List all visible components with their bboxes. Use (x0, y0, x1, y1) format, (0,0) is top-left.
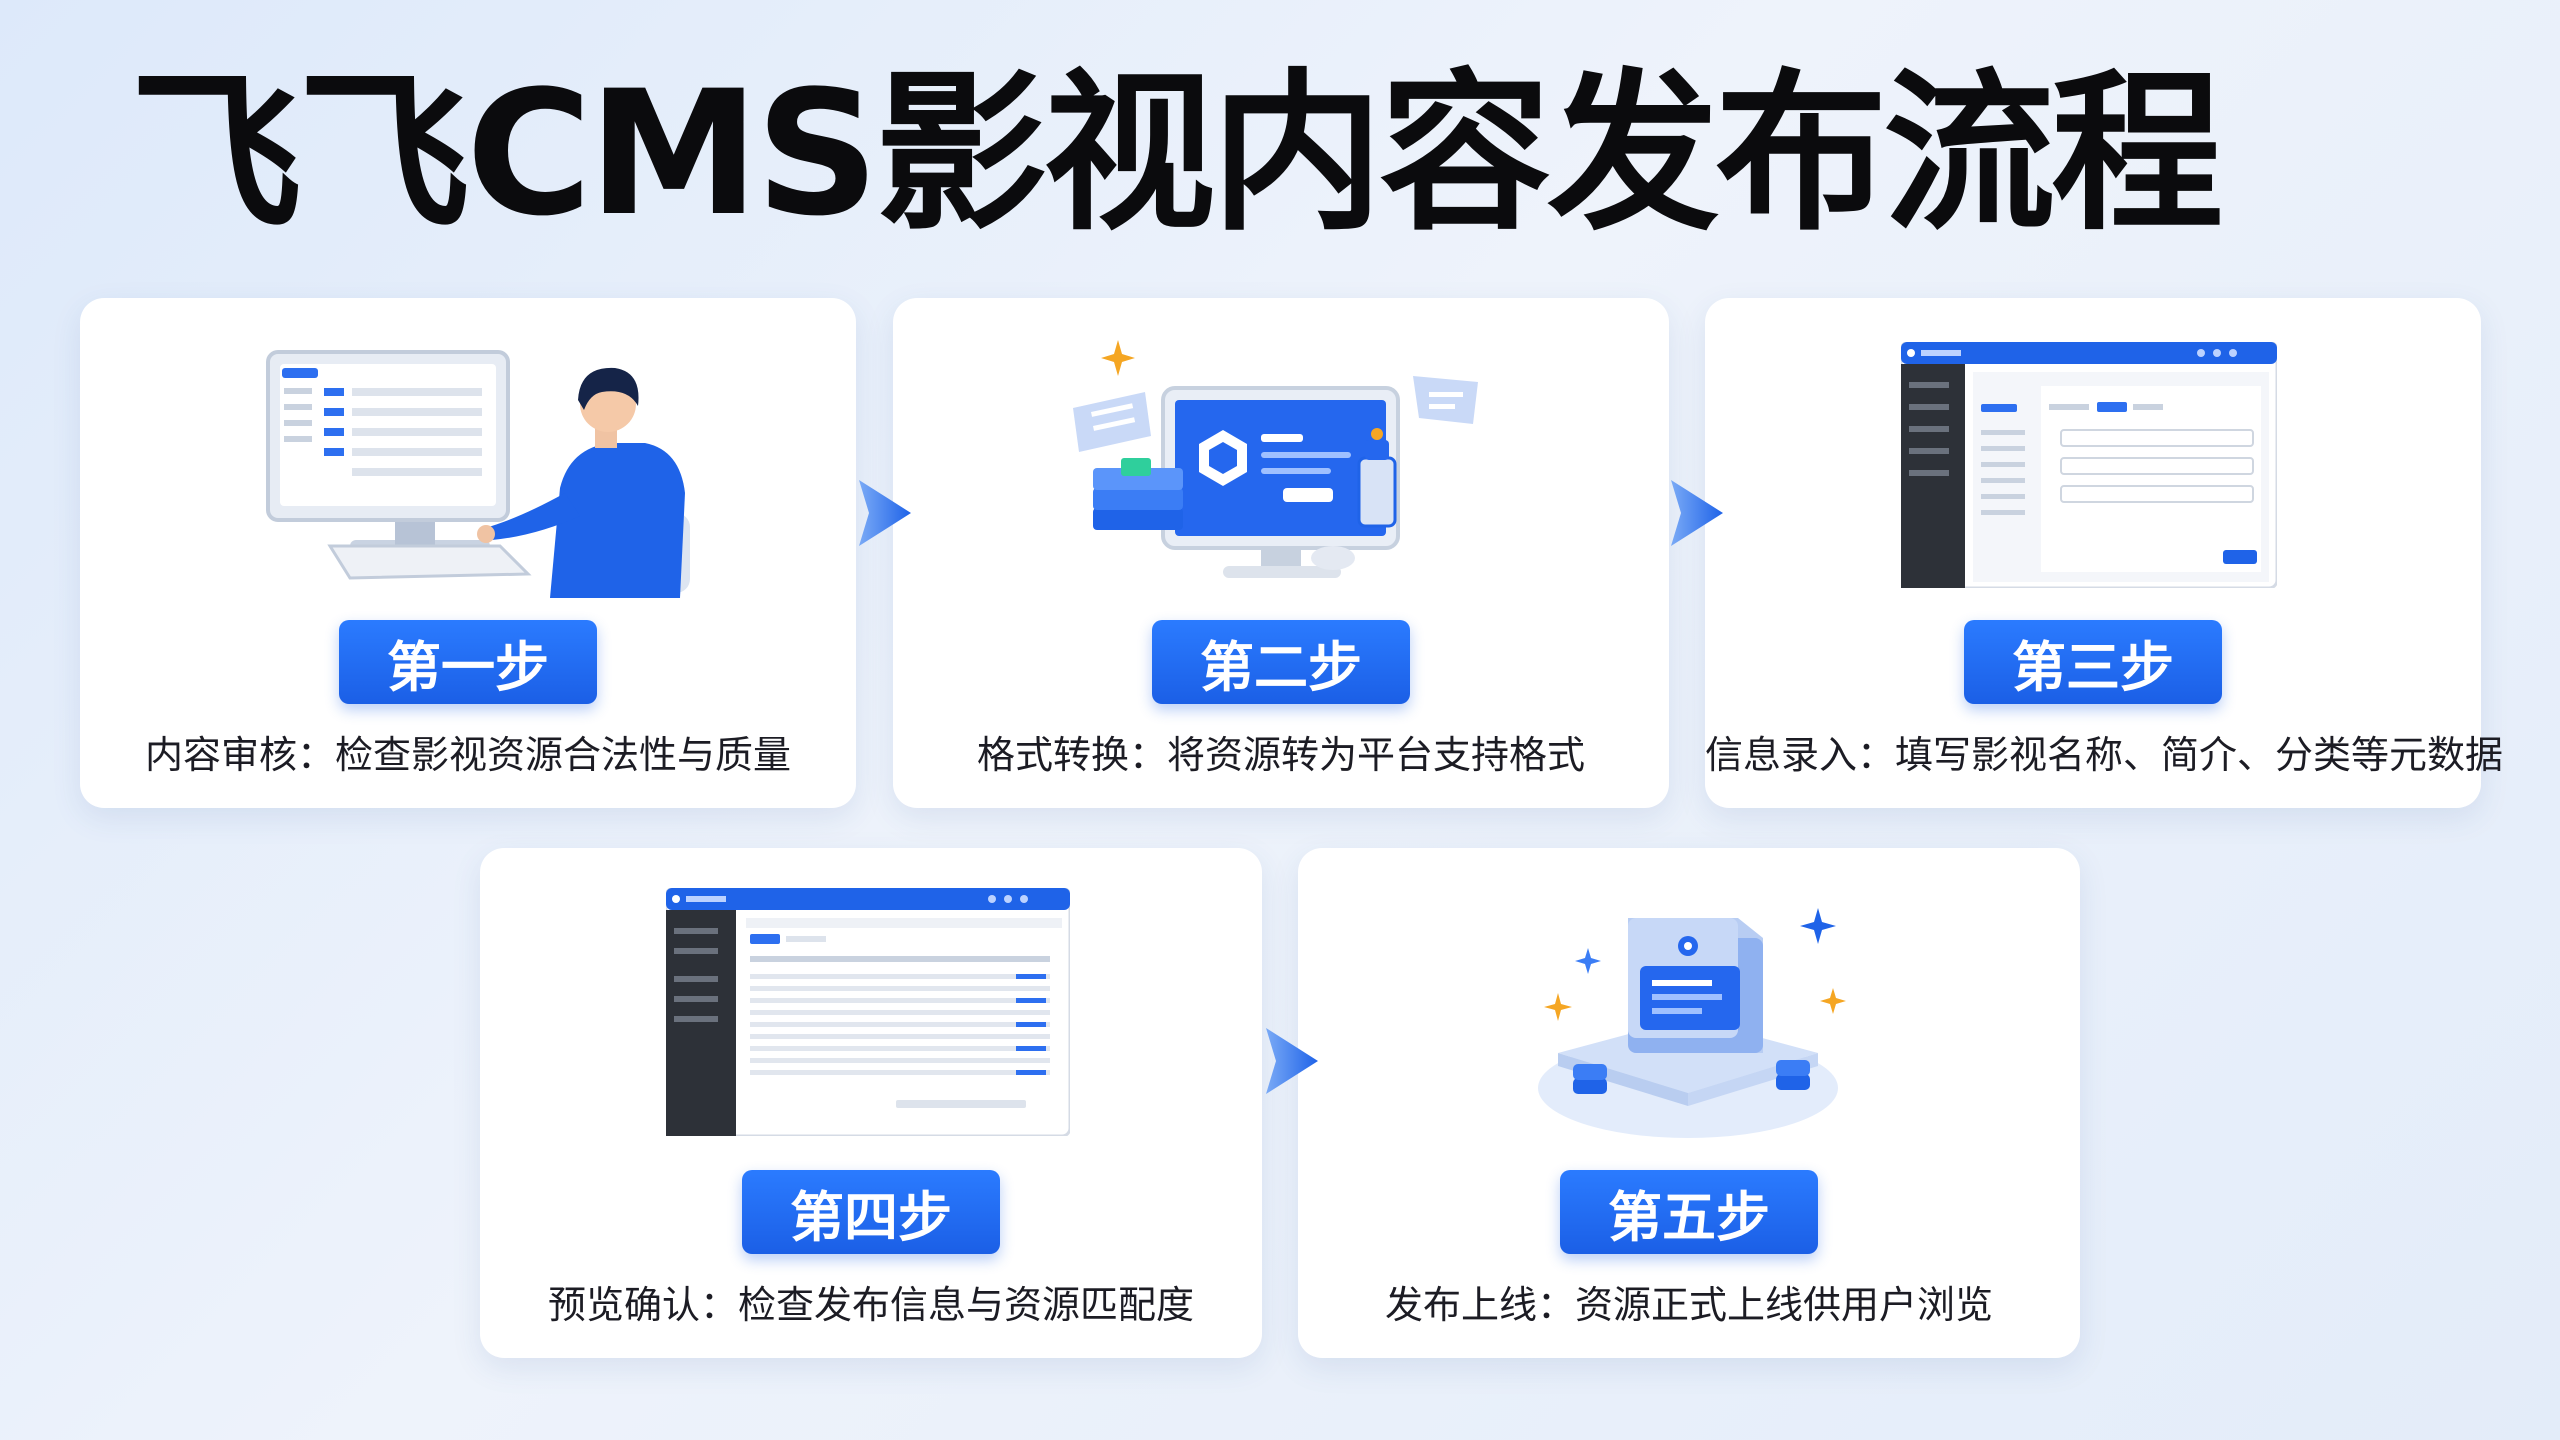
step-badge-3: 第三步 (1964, 620, 2222, 704)
arrow-right-icon (859, 480, 911, 546)
step-card-3: 第三步 信息录入：填写影视名称、简介、分类等元数据 (1705, 298, 2504, 808)
step-card-4: 第四步 预览确认：检查发布信息与资源匹配度 (480, 848, 1262, 1358)
page-title: 飞飞CMS影视内容发布流程 (130, 53, 2223, 254)
step-description-2: 格式转换：将资源转为平台支持格式 (976, 733, 1585, 777)
format-conversion-icon (1073, 340, 1478, 578)
publish-server-icon (1538, 908, 1846, 1138)
step-card-5: 第五步 发布上线：资源正式上线供用户浏览 (1298, 848, 2080, 1358)
step-card-1: 第一步 内容审核：检查影视资源合法性与质量 (80, 298, 856, 808)
arrow-right-icon (1266, 1028, 1318, 1094)
step-description-4: 预览确认：检查发布信息与资源匹配度 (547, 1283, 1194, 1327)
step-description-1: 内容审核：检查影视资源合法性与质量 (144, 733, 791, 777)
arrow-right-icon (1671, 480, 1723, 546)
step-badge-4: 第四步 (742, 1170, 1000, 1254)
preview-table-screenshot-icon (666, 888, 1070, 1136)
step-badge-2: 第二步 (1152, 620, 1410, 704)
step-badge-1: 第一步 (339, 620, 597, 704)
step-card-2: 第二步 格式转换：将资源转为平台支持格式 (893, 298, 1669, 808)
step-description-5: 发布上线：资源正式上线供用户浏览 (1384, 1283, 1993, 1327)
step-description-3: 信息录入：填写影视名称、简介、分类等元数据 (1705, 733, 2504, 777)
person-at-computer-icon (266, 350, 690, 598)
step-badge-5: 第五步 (1560, 1170, 1818, 1254)
info-form-screenshot-icon (1901, 342, 2277, 588)
